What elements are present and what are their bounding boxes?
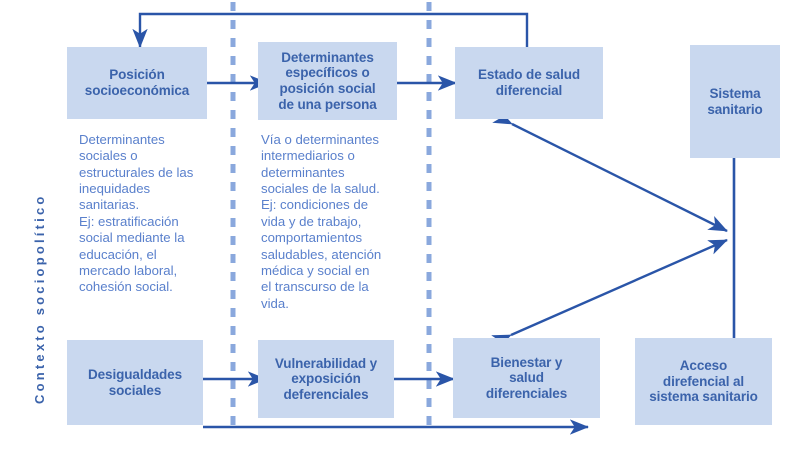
- box-estado-salud-diferencial[interactable]: Estado de salud diferencial: [455, 47, 603, 119]
- box-desigualdades-sociales[interactable]: Desigualdades sociales: [67, 340, 203, 425]
- box-bienestar-salud[interactable]: Bienestar y salud diferenciales: [453, 338, 600, 418]
- box-sistema-sanitario[interactable]: Sistema sanitario: [690, 45, 780, 158]
- vertical-context-label: Contexto sociopolítico: [32, 193, 47, 404]
- description-column-one: Determinantes sociales o estructurales d…: [79, 132, 194, 295]
- box-posicion-socioeconomica[interactable]: Posición socioeconómica: [67, 47, 207, 119]
- box-vulnerabilidad-exposicion[interactable]: Vulnerabilidad y exposición deferenciale…: [258, 340, 394, 418]
- description-column-two: Vía o determinantes intermediarios o det…: [261, 132, 382, 311]
- box-acceso-diferencial[interactable]: Acceso direfencial al sistema sanitario: [635, 338, 772, 425]
- box-determinantes-especificos[interactable]: Determinantes específicos o posición soc…: [258, 42, 397, 120]
- arrow-bienestar-to-sistema: [491, 238, 728, 350]
